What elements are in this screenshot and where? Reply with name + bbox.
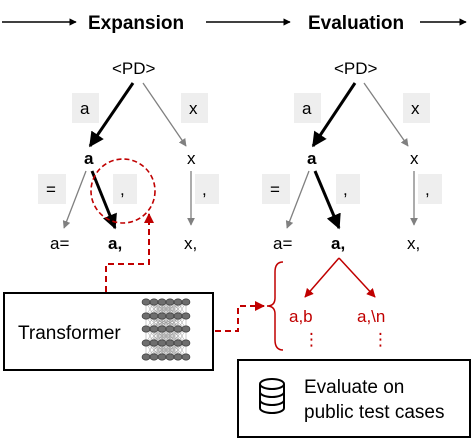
rollout-edge bbox=[338, 257, 376, 298]
leaf-a-comma: a, bbox=[331, 234, 345, 253]
neural-network-icon bbox=[141, 298, 191, 361]
neuron-node bbox=[149, 312, 159, 320]
selected-edge bbox=[311, 82, 357, 148]
neuron-node bbox=[149, 325, 159, 333]
neuron-node bbox=[173, 339, 183, 347]
edge-label-box bbox=[262, 174, 290, 204]
node-x: x bbox=[187, 149, 196, 168]
neuron-node bbox=[149, 298, 159, 306]
neuron-node bbox=[141, 325, 151, 333]
neuron-node bbox=[181, 339, 191, 347]
neuron-node bbox=[181, 312, 191, 320]
rollout-ellipsis-left: ⋮ bbox=[303, 330, 320, 349]
edge-label-comma: , bbox=[120, 180, 125, 199]
neuron-node bbox=[165, 325, 175, 333]
leaf-x-comma: x, bbox=[407, 234, 420, 253]
neuron-node bbox=[149, 353, 159, 361]
evaluate-line1: Evaluate on bbox=[304, 377, 404, 398]
edge-label-box bbox=[418, 174, 442, 204]
edge-label-x: x bbox=[189, 99, 198, 118]
evaluate-frame bbox=[237, 359, 471, 438]
connectors bbox=[105, 213, 265, 332]
neuron-node bbox=[181, 325, 191, 333]
neuron-node bbox=[173, 298, 183, 306]
transformer-box: Transformer bbox=[3, 292, 214, 371]
edge bbox=[363, 82, 409, 147]
node-x: x bbox=[410, 149, 419, 168]
edge-label-box bbox=[38, 174, 66, 204]
edge-label-box bbox=[294, 93, 321, 123]
neuron-node bbox=[157, 325, 167, 333]
neuron-node bbox=[157, 339, 167, 347]
transformer-to-rollout-arrow bbox=[215, 301, 265, 332]
neuron-node bbox=[149, 339, 159, 347]
edge-label-box bbox=[403, 93, 430, 123]
edge-label-x: x bbox=[411, 99, 420, 118]
evaluate-box: Evaluate on public test cases bbox=[237, 359, 471, 438]
rollout-left: a,b bbox=[289, 307, 313, 326]
neuron-node bbox=[165, 339, 175, 347]
expansion-title: Expansion bbox=[88, 13, 184, 34]
edge-label-a: a bbox=[302, 99, 312, 118]
neuron-node bbox=[165, 298, 175, 306]
edge-label-box bbox=[72, 93, 99, 123]
edge bbox=[62, 170, 87, 229]
neuron-node bbox=[157, 353, 167, 361]
leaf-x-comma: x, bbox=[184, 234, 197, 253]
neuron-node bbox=[157, 312, 167, 320]
selected-edge bbox=[88, 82, 135, 148]
edge-label-comma-right: , bbox=[202, 180, 207, 199]
neuron-node bbox=[165, 312, 175, 320]
edge-label-box bbox=[113, 174, 137, 204]
edge bbox=[285, 170, 310, 229]
neuron-node bbox=[141, 339, 151, 347]
edge-label-a: a bbox=[80, 99, 90, 118]
transformer-to-expansion-arrow bbox=[105, 213, 154, 292]
database-icon bbox=[259, 378, 285, 414]
neuron-node bbox=[181, 298, 191, 306]
leaf-a-eq: a= bbox=[273, 234, 292, 253]
edge-label-box bbox=[336, 174, 360, 204]
edge bbox=[142, 82, 187, 147]
edge-label-comma: , bbox=[343, 180, 348, 199]
expansion-tree: <PD> a x a x = , , a= a, x, bbox=[38, 59, 219, 253]
rollout-right: a,\n bbox=[357, 307, 385, 326]
rollout-ellipsis-right: ⋮ bbox=[372, 330, 389, 349]
edge-label-box bbox=[181, 93, 208, 123]
edge-label-box bbox=[195, 174, 219, 204]
evaluation-tree: <PD> a x a x = , , a= a, x, a,b a,\n ⋮ ⋮ bbox=[262, 59, 442, 351]
neuron-node bbox=[157, 298, 167, 306]
edge-label-eq: = bbox=[46, 180, 56, 199]
new-edge bbox=[90, 170, 117, 230]
transformer-label: Transformer bbox=[18, 323, 121, 344]
evaluate-line2: public test cases bbox=[304, 402, 444, 423]
node-a: a bbox=[307, 149, 317, 168]
edge-label-eq: = bbox=[270, 180, 280, 199]
edge-label-comma-right: , bbox=[425, 180, 430, 199]
selected-edge bbox=[313, 170, 341, 230]
neuron-node bbox=[141, 353, 151, 361]
root-node: <PD> bbox=[112, 59, 156, 78]
leaf-a-eq: a= bbox=[50, 234, 69, 253]
expansion-highlight-circle bbox=[90, 158, 156, 224]
neuron-node bbox=[173, 312, 183, 320]
neuron-node bbox=[141, 312, 151, 320]
neuron-node bbox=[141, 298, 151, 306]
header-row: Expansion Evaluation bbox=[2, 13, 467, 34]
leaf-a-comma: a, bbox=[108, 234, 122, 253]
rollout-brace bbox=[266, 261, 284, 351]
rollout-edge bbox=[304, 257, 340, 298]
root-node: <PD> bbox=[334, 59, 378, 78]
neuron-node bbox=[165, 353, 175, 361]
neuron-node bbox=[173, 325, 183, 333]
neuron-node bbox=[173, 353, 183, 361]
evaluation-title: Evaluation bbox=[308, 13, 404, 34]
neuron-node bbox=[181, 353, 191, 361]
node-a: a bbox=[84, 149, 94, 168]
